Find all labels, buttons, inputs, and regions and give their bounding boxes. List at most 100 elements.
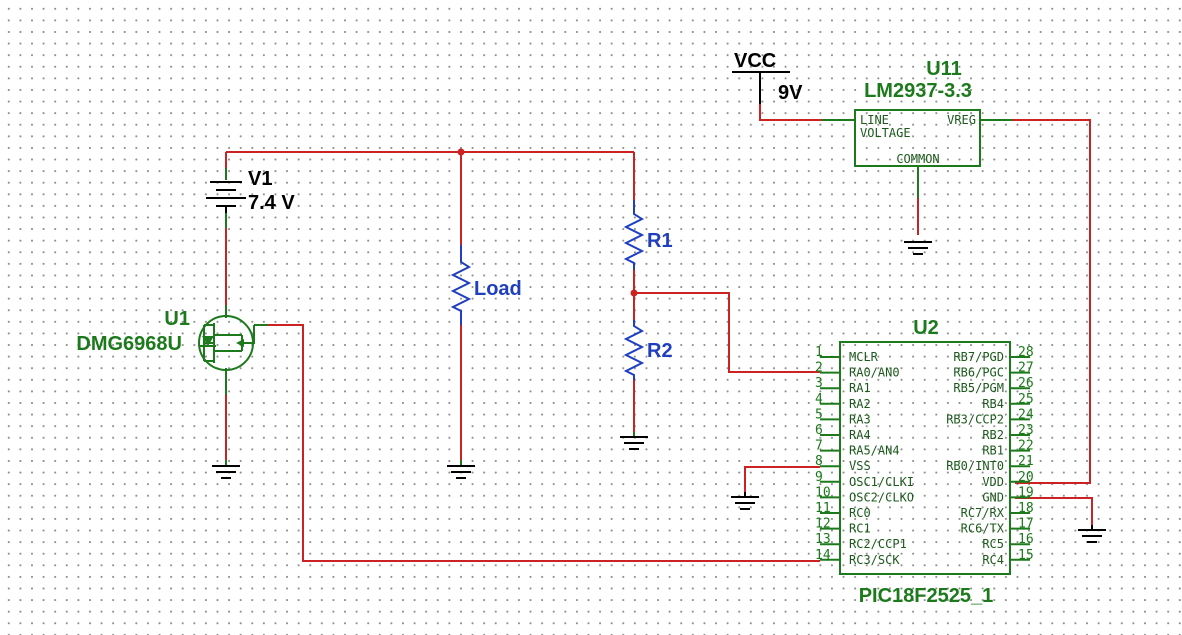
ground-icon — [447, 465, 475, 479]
junction-dot-divider — [630, 289, 638, 297]
pic-body — [839, 341, 1011, 575]
pic-pin-name: RB2 — [982, 428, 1004, 442]
pic-pin-number: 15 — [1018, 548, 1034, 563]
r2-ref-label: R2 — [647, 340, 673, 362]
pic-pin-name: RB3/CCP2 — [946, 412, 1004, 426]
pic-pin-number: 27 — [1018, 361, 1034, 376]
pic-pin-number: 26 — [1018, 376, 1034, 391]
pic-pin-number: 20 — [1018, 470, 1034, 485]
ground-icon — [904, 241, 932, 255]
resistor-r1[interactable]: R1 — [623, 200, 673, 270]
wire-gnd-pin-to-ground[interactable] — [1015, 497, 1093, 525]
pic-pin-number: 8 — [815, 454, 823, 469]
pic-pin-name: RA5/AN4 — [849, 444, 900, 458]
pic-pin-number: 23 — [1018, 423, 1034, 438]
ground-regulator[interactable] — [904, 241, 932, 255]
pic-pin-name: VSS — [849, 459, 871, 473]
pic-pins-right: 28RB7/PGD27RB6/PGC26RB5/PGM25RB424RB3/CC… — [946, 345, 1034, 567]
wire-gate-to-rc3[interactable] — [260, 324, 820, 562]
v1-value-label: 7.4 V — [248, 192, 295, 214]
pic-pin-number: 21 — [1018, 454, 1034, 469]
pic-pin-number: 2 — [815, 361, 823, 376]
ground-vss[interactable] — [731, 492, 759, 510]
pic-pin-name: RA0/AN0 — [849, 366, 900, 380]
pic-pin-number: 5 — [815, 407, 823, 422]
pic-pin-name: OSC1/CLKI — [849, 475, 914, 489]
pic-pin-name: RB4 — [982, 397, 1004, 411]
pic-pin-name: GND — [982, 490, 1004, 504]
pic-pin-number: 10 — [815, 485, 831, 500]
u2-ref-label: U2 — [913, 317, 939, 339]
vcc-source[interactable]: VCC 9V — [732, 50, 803, 104]
u1-part-label: DMG6968U — [76, 333, 182, 355]
pic-pin-number: 11 — [815, 501, 831, 516]
pic-pin-name: RA3 — [849, 412, 871, 426]
regulator-body — [854, 109, 981, 167]
pic-pin-name: RB5/PGM — [953, 381, 1004, 395]
pic-pin-name: RC5 — [982, 537, 1004, 551]
pic-pin-name: RC0 — [849, 506, 871, 520]
ground-icon — [1078, 525, 1106, 543]
regulator-u11[interactable]: U11 LM2937-3.3 LINE VOLTAGE VREG COMMON — [854, 58, 981, 167]
pic-pin-name: RA2 — [849, 397, 871, 411]
battery-icon — [206, 181, 246, 213]
vcc-ref-label: VCC — [734, 50, 776, 72]
resistor-load[interactable]: Load — [450, 245, 522, 325]
pic-pin-number: 16 — [1018, 532, 1034, 547]
junction-dot-top — [457, 148, 465, 156]
u11-ref-label: U11 — [926, 58, 962, 80]
resistor-icon — [623, 320, 645, 380]
pic-pin-number: 12 — [815, 517, 831, 532]
ground-icon — [731, 492, 759, 510]
pic-pin-name: OSC2/CLKO — [849, 490, 914, 504]
pic-pin-name: RC6/TX — [961, 522, 1005, 536]
ground-r2[interactable] — [620, 436, 648, 450]
v1-ref-label: V1 — [248, 168, 272, 190]
battery-v1[interactable]: V1 7.4 V — [206, 168, 295, 214]
ground-mosfet[interactable] — [212, 465, 240, 479]
pic-pin-name: RB7/PGD — [953, 350, 1004, 364]
resistor-r2[interactable]: R2 — [623, 320, 673, 380]
resistor-icon — [623, 200, 645, 270]
wires — [225, 104, 1093, 562]
pic-pin-name: RA4 — [849, 428, 871, 442]
pic-pin-number: 9 — [815, 470, 823, 485]
u11-pin-voltage: VOLTAGE — [860, 126, 911, 140]
pic-pin-number: 6 — [815, 423, 823, 438]
u11-pin-vreg: VREG — [947, 113, 976, 127]
pic-pin-number: 17 — [1018, 517, 1034, 532]
pic-pin-number: 1 — [815, 345, 823, 360]
r1-ref-label: R1 — [647, 230, 673, 252]
wire-divider-to-ra0[interactable] — [634, 292, 820, 373]
component-leads — [225, 119, 1012, 466]
pic-pin-name: RB6/PGC — [953, 366, 1004, 380]
ground-load[interactable] — [447, 465, 475, 479]
pic-pin-number: 18 — [1018, 501, 1034, 516]
pic-pin-name: RC2/CCP1 — [849, 537, 907, 551]
u11-pin-line: LINE — [860, 113, 889, 127]
wire-vcc-to-line[interactable] — [759, 104, 822, 121]
mosfet-u1[interactable]: U1 DMG6968U — [76, 308, 255, 371]
pic-pin-number: 4 — [815, 392, 823, 407]
wire-vss-to-ground[interactable] — [744, 466, 820, 492]
pic-pin-name: RB0/INT0 — [946, 459, 1004, 473]
u11-part-label: LM2937-3.3 — [864, 80, 972, 102]
pic-pin-number: 14 — [815, 548, 831, 563]
pic-pin-name: RB1 — [982, 444, 1004, 458]
pic-pin-number: 25 — [1018, 392, 1034, 407]
pic-pin-number: 28 — [1018, 345, 1034, 360]
pic-pin-name: RA1 — [849, 381, 871, 395]
wire-vreg-to-vdd[interactable] — [1010, 119, 1091, 484]
resistor-icon — [450, 245, 472, 325]
vcc-icon — [732, 71, 790, 104]
pic-pin-name: RC7/RX — [961, 506, 1005, 520]
ground-icon — [620, 436, 648, 450]
pic-pin-number: 22 — [1018, 439, 1034, 454]
pic-pin-name: RC1 — [849, 522, 871, 536]
pic-pin-number: 7 — [815, 439, 823, 454]
ground-gnd-pin[interactable] — [1078, 525, 1106, 543]
u11-pin-common: COMMON — [896, 152, 939, 166]
